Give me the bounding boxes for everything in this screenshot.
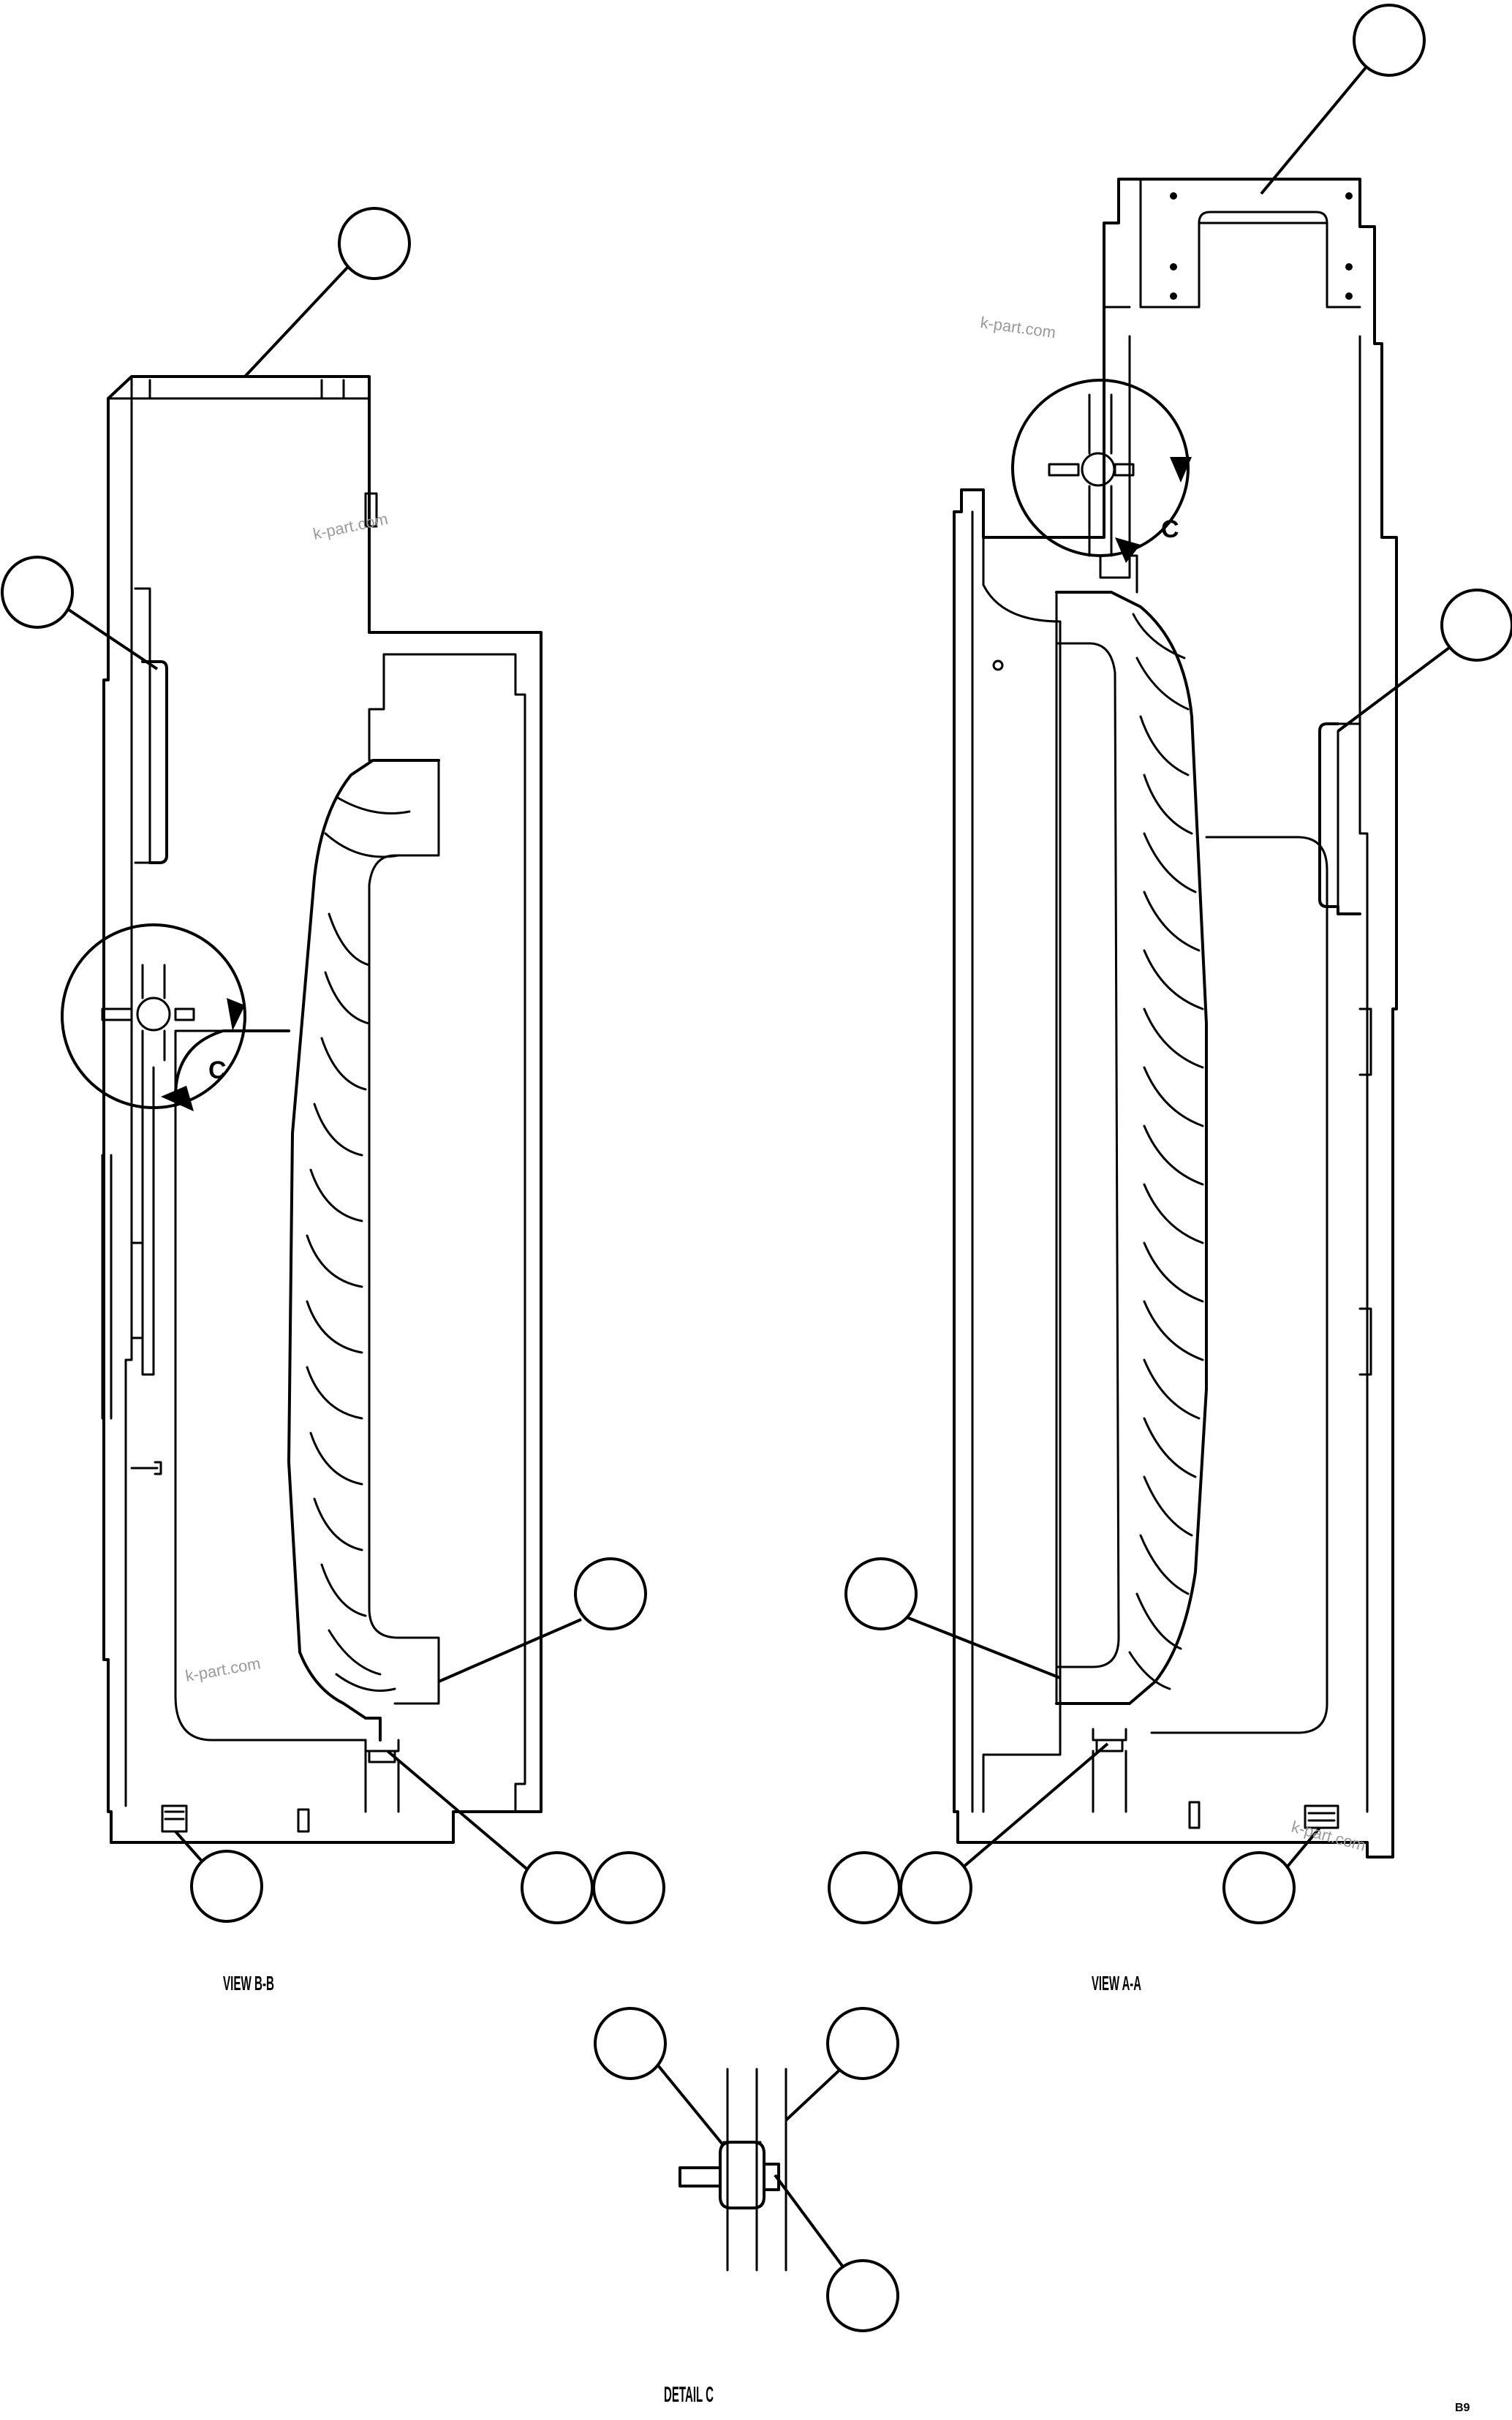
shroud-outline-a	[953, 178, 1398, 1859]
callout-balloon	[826, 2007, 899, 2080]
fan-blades-b	[306, 795, 411, 1692]
callout-balloon	[1, 556, 74, 629]
callout-balloon	[521, 1851, 594, 1924]
handle-b	[141, 660, 168, 864]
callout-balloons	[1, 4, 1512, 2332]
view-a-a-label: VIEW A-A	[1092, 1972, 1141, 1994]
callout-balloon	[1353, 4, 1426, 77]
detail-marker-b: C	[208, 1056, 227, 1084]
sheet-code: B9	[1455, 2402, 1470, 2414]
fan-blades-a	[1128, 613, 1204, 1690]
fan-ring-a	[1055, 591, 1208, 1705]
leader-lines	[63, 64, 1456, 2275]
callout-balloon	[338, 207, 411, 280]
watermark-text: k-part.com	[184, 1654, 262, 1685]
callout-balloon	[899, 1851, 972, 1924]
view-a-a: C	[953, 178, 1398, 1859]
detail-c	[678, 2068, 787, 2272]
callout-balloon	[190, 1850, 263, 1923]
watermarks: k-part.com k-part.com k-part.com k-part.…	[184, 313, 1368, 1855]
callout-balloon	[828, 1851, 901, 1924]
view-b-b: C	[61, 375, 543, 1844]
watermark-text: k-part.com	[979, 313, 1056, 341]
callout-balloon	[594, 2007, 667, 2080]
detail-c-label: DETAIL C	[664, 2383, 714, 2407]
detail-marker-a: C	[1161, 515, 1179, 543]
callout-balloon	[1222, 1851, 1296, 1924]
callout-balloon	[1440, 589, 1512, 662]
callout-balloon	[844, 1557, 918, 1630]
watermark-text: k-part.com	[311, 510, 390, 543]
view-b-b-label: VIEW B-B	[223, 1972, 274, 1994]
fan-ring-b	[287, 759, 440, 1742]
shroud-outline-b	[102, 375, 543, 1844]
detail-c-circle-b	[61, 923, 246, 1109]
callout-balloon	[574, 1557, 647, 1630]
handle-a	[1318, 722, 1361, 915]
callout-balloon	[592, 1851, 665, 1924]
callout-balloon	[826, 2259, 899, 2332]
